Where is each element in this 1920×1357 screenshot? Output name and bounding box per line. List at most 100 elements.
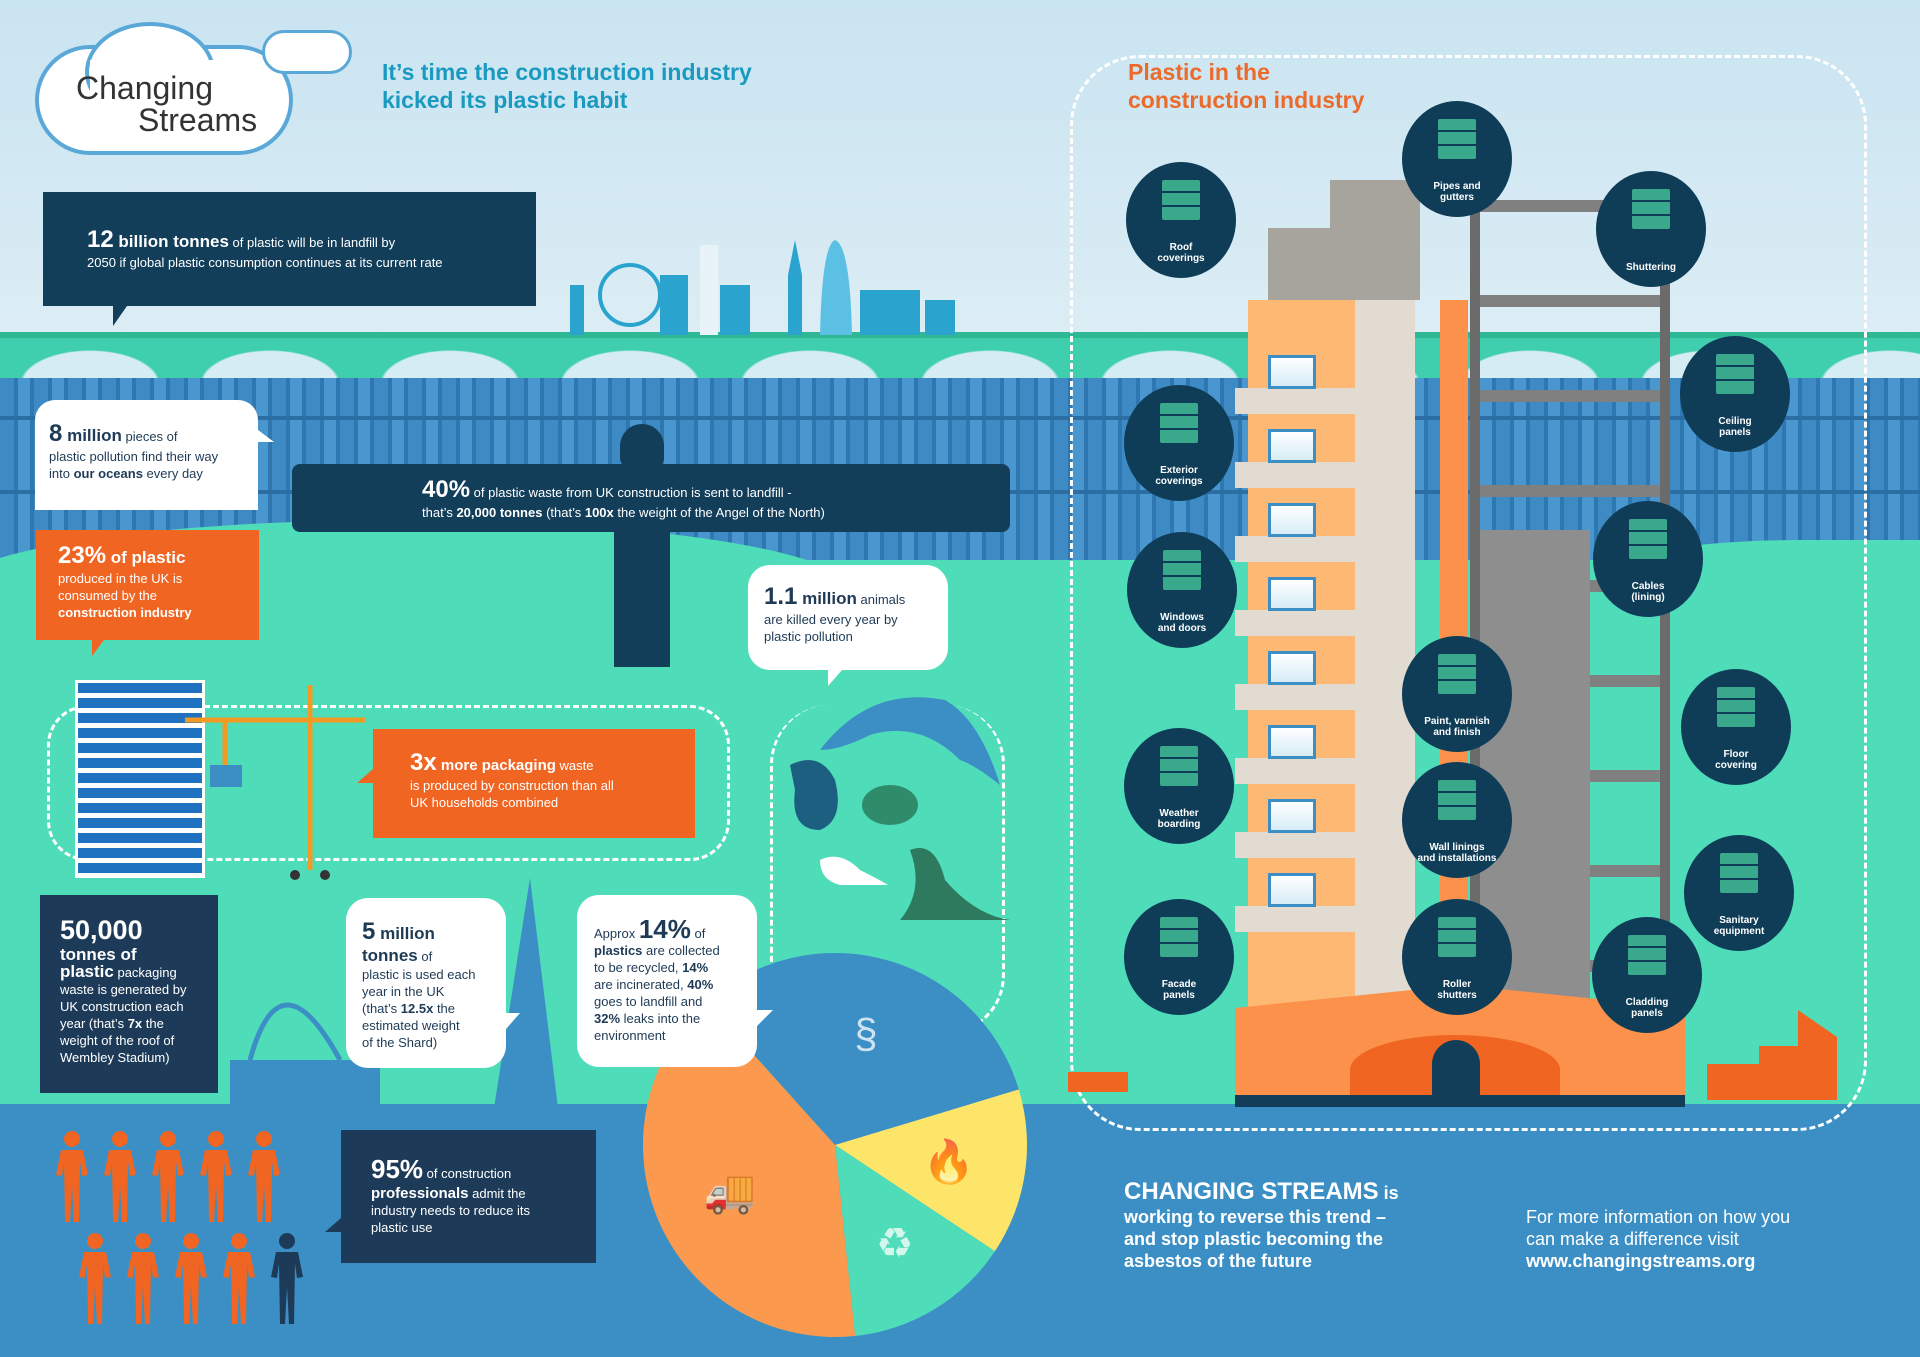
logo-cloud-fill	[90, 60, 260, 140]
window	[1268, 355, 1316, 389]
dolphin-icon	[820, 697, 1000, 785]
dump-truck-icon: 🚚	[704, 1168, 756, 1216]
window	[1268, 725, 1316, 759]
cladding-icon	[1628, 935, 1666, 975]
headline: It’s time the construction industry kick…	[382, 58, 752, 114]
use-label: Cables(lining)	[1631, 581, 1665, 603]
logo-line1: Changing	[76, 70, 213, 106]
office-building-illustration	[75, 680, 205, 878]
gull-icon	[820, 856, 888, 885]
stat-angel-of-the-north: 40% of plastic waste from UK constructio…	[292, 464, 1010, 532]
title-line2: construction industry	[1128, 87, 1365, 113]
person-icon	[151, 1130, 185, 1222]
stat-bubble-animals: 1.1 million animals are killed every yea…	[748, 565, 948, 686]
angel-head	[620, 424, 664, 468]
use-label: Shuttering	[1626, 262, 1676, 273]
window	[1268, 873, 1316, 907]
construction-dashed-frame	[1070, 55, 1867, 1131]
footer-mission: CHANGING STREAMS is working to reverse t…	[1124, 1178, 1399, 1271]
logo-line2: Streams	[138, 102, 258, 138]
person-icon	[270, 1232, 304, 1324]
person-icon	[174, 1232, 208, 1324]
bench-icon	[1068, 1072, 1128, 1092]
roller-shutter-icon	[1438, 917, 1476, 957]
small-cloud-icon	[262, 30, 352, 74]
window	[1268, 651, 1316, 685]
footer-info: For more information on how you can make…	[1526, 1207, 1791, 1271]
stat-box-professionals: 95% of construction professionals admit …	[325, 1130, 596, 1263]
construction-section-title: Plastic in the construction industry	[1128, 58, 1364, 114]
person-icon	[103, 1130, 137, 1222]
boarding-icon	[1160, 746, 1198, 786]
crane-illustration	[185, 685, 365, 880]
use-shuttering: Shuttering	[1596, 171, 1706, 287]
roof-icon	[1162, 180, 1200, 220]
wall-lining-icon	[1438, 780, 1476, 820]
pelican-icon	[790, 760, 838, 830]
person-icon	[55, 1130, 89, 1222]
shard-illustration	[494, 878, 558, 1108]
marine-animals-illustration	[790, 697, 1010, 920]
logo: Changing Streams	[76, 72, 257, 136]
packaging-dashed-frame	[47, 705, 730, 861]
turtle-icon	[862, 785, 918, 825]
person-icon	[247, 1130, 281, 1222]
floor-tile-icon	[1717, 687, 1755, 727]
toilet-icon	[1720, 853, 1758, 893]
pipe-icon	[1438, 119, 1476, 159]
stat-box-uk-consumption: 23% of plastic produced in the UK is con…	[36, 530, 259, 656]
window	[1268, 577, 1316, 611]
pie-slice-recycled	[835, 1145, 995, 1336]
headline-line2: kicked its plastic habit	[382, 87, 628, 113]
seahorse-icon: §	[854, 1010, 877, 1057]
angel-body	[614, 520, 670, 667]
headline-line1: It’s time the construction industry	[382, 59, 752, 85]
pie-slice-landfill	[643, 1002, 856, 1337]
paint-roller-icon	[1438, 654, 1476, 694]
window	[1268, 503, 1316, 537]
person-icon	[222, 1232, 256, 1324]
fire-icon: 🔥	[923, 1137, 975, 1186]
window	[1268, 429, 1316, 463]
use-cable-plug: Cables(lining)	[1593, 501, 1703, 617]
london-skyline	[570, 240, 955, 335]
ceiling-panel-icon	[1716, 354, 1754, 394]
stat-box-landfill: 12 billion tonnes of plastic will be in …	[43, 192, 536, 326]
person-icon	[126, 1232, 160, 1324]
website-link[interactable]: www.changingstreams.org	[1526, 1251, 1756, 1271]
pie-slice-leaks-into-environment	[706, 953, 1019, 1145]
person-icon	[78, 1232, 112, 1324]
plastic-fate-pie-chart: §🔥♻🚚	[643, 953, 1027, 1337]
stat-bubble-recycling: Approx 14% of plastics are collected to …	[577, 895, 773, 1067]
seal-icon	[900, 848, 1010, 920]
stat-box-wembley: 50,000 tonnes of plastic packaging waste…	[40, 895, 218, 1093]
person-icon	[199, 1130, 233, 1222]
shuttering-icon	[1632, 189, 1670, 229]
title-line1: Plastic in the	[1128, 59, 1270, 85]
facade-icon	[1160, 917, 1198, 957]
cable-plug-icon	[1629, 519, 1667, 559]
